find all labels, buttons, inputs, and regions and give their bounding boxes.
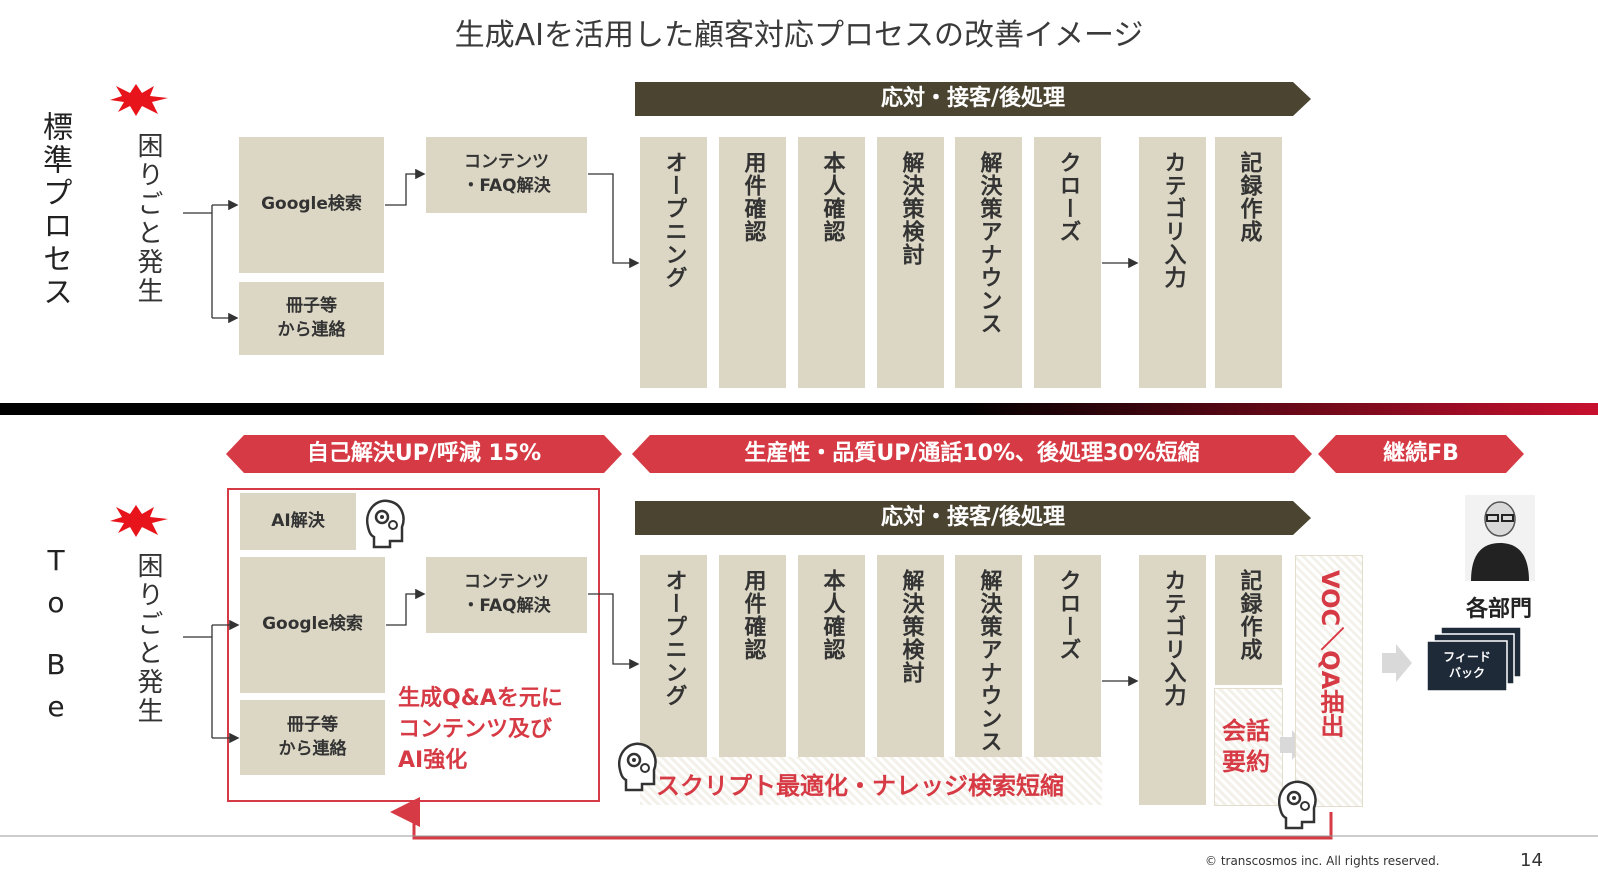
ai-brain-icon — [617, 742, 657, 792]
feedback-stack-icon — [1426, 626, 1522, 692]
tobe-booklet-line1: 冊子等 — [287, 714, 338, 735]
script-overlay — [640, 757, 1102, 805]
tobe-google-box: Google検索 — [240, 557, 385, 693]
standard-label: 標準プロセス — [37, 111, 72, 309]
gen-qa-line3: AI強化 — [398, 747, 468, 773]
script-text: スクリプト最適化・ナレッジ検索短縮 — [656, 772, 1064, 800]
tobe-ai-label: AI解決 — [271, 510, 325, 531]
standard-faq-line1: コンテンツ — [464, 152, 549, 173]
standard-trouble-text: 困りごと発生 — [133, 132, 163, 306]
standard-step-record: 記録作成 — [1215, 137, 1282, 388]
standard-step-solution-review: 解決策検討 — [877, 137, 944, 388]
standard-faq-box: コンテンツ ・FAQ解決 — [426, 137, 587, 213]
copyright: © transcosmos inc. All rights reserved. — [1205, 854, 1440, 868]
feedback-line1: フィード — [1443, 650, 1491, 664]
goal1-banner-text: 自己解決UP/呼減 15% — [306, 441, 542, 466]
summary-text: 会話 要約 — [1222, 716, 1270, 778]
dept-label: 各部門 — [1466, 597, 1533, 622]
tobe-step-category: カテゴリ入力 — [1139, 555, 1206, 805]
feedback-text: フィード バック — [1427, 650, 1507, 681]
tobe-booklet-box: 冊子等 から連絡 — [240, 700, 385, 775]
tobe-label-stack: T o B e — [36, 540, 76, 728]
tobe-google-label: Google検索 — [262, 614, 363, 635]
standard-banner-shape — [635, 82, 1311, 116]
gen-qa-line2: コンテンツ及び — [398, 716, 553, 742]
voc-text: VOC／QA抽出 — [1316, 570, 1344, 738]
standard-step-opening: オープニング — [640, 137, 707, 388]
standard-step-solution-announce: 解決策アナウンス — [955, 137, 1022, 388]
ai-brain-icon — [1277, 780, 1317, 830]
page-number: 14 — [1520, 850, 1543, 871]
tobe-step-record: 記録作成 — [1215, 555, 1282, 685]
section-divider — [0, 403, 1598, 415]
standard-booklet-line2: から連絡 — [277, 319, 346, 340]
burst-icon — [110, 505, 168, 537]
standard-booklet-line1: 冊子等 — [286, 295, 337, 316]
standard-step-close: クローズ — [1034, 137, 1101, 388]
standard-step-identity: 本人確認 — [798, 137, 865, 388]
standard-faq-line2: ・FAQ解決 — [462, 176, 551, 196]
standard-banner-text: 応対・接客/後処理 — [880, 86, 1066, 111]
summary-line1: 会話 — [1222, 717, 1270, 745]
summary-arrow — [1280, 730, 1306, 760]
tobe-booklet-line2: から連絡 — [278, 738, 347, 759]
summary-box — [1214, 688, 1283, 806]
tobe-label-B: B — [46, 648, 66, 681]
goal2-banner-shape — [632, 435, 1312, 473]
tobe-banner-shape — [635, 501, 1311, 535]
tobe-trouble-text: 困りごと発生 — [133, 552, 163, 726]
standard-google-box: Google検索 — [239, 137, 384, 273]
summary-line2: 要約 — [1222, 748, 1270, 777]
gen-qa-text: 生成Q&Aを元に コンテンツ及び AI強化 — [398, 684, 563, 776]
tobe-label-T: T — [47, 544, 65, 577]
standard-step-category: カテゴリ入力 — [1139, 137, 1206, 388]
tobe-ai-box: AI解決 — [240, 493, 356, 550]
goal3-banner-text: 継続FB — [1383, 441, 1459, 466]
person-icon — [1465, 495, 1535, 581]
burst-icon — [110, 84, 168, 116]
tobe-faq-line1: コンテンツ — [464, 572, 549, 593]
goal1-banner-shape — [226, 435, 622, 473]
goal3-banner-shape — [1318, 435, 1524, 473]
standard-google-label: Google検索 — [261, 194, 362, 215]
standard-booklet-box: 冊子等 から連絡 — [239, 282, 384, 355]
tobe-label-o: o — [47, 586, 65, 619]
forward-arrow — [1382, 644, 1412, 682]
page-title: 生成AIを活用した顧客対応プロセスの改善イメージ — [454, 18, 1144, 53]
ai-brain-icon — [365, 499, 405, 549]
tobe-faq-line2: ・FAQ解決 — [462, 596, 551, 616]
goal2-banner-text: 生産性・品質UP/通話10%、後処理30%短縮 — [744, 441, 1200, 466]
feedback-line2: バック — [1448, 665, 1485, 680]
tobe-label-e: e — [47, 690, 65, 723]
standard-connectors — [183, 168, 1139, 324]
tobe-faq-box: コンテンツ ・FAQ解決 — [426, 557, 587, 633]
voc-column — [1295, 555, 1363, 807]
standard-step-inquiry: 用件確認 — [719, 137, 786, 388]
gen-qa-line1: 生成Q&Aを元に — [398, 686, 563, 711]
tobe-banner-text: 応対・接客/後処理 — [880, 505, 1066, 530]
